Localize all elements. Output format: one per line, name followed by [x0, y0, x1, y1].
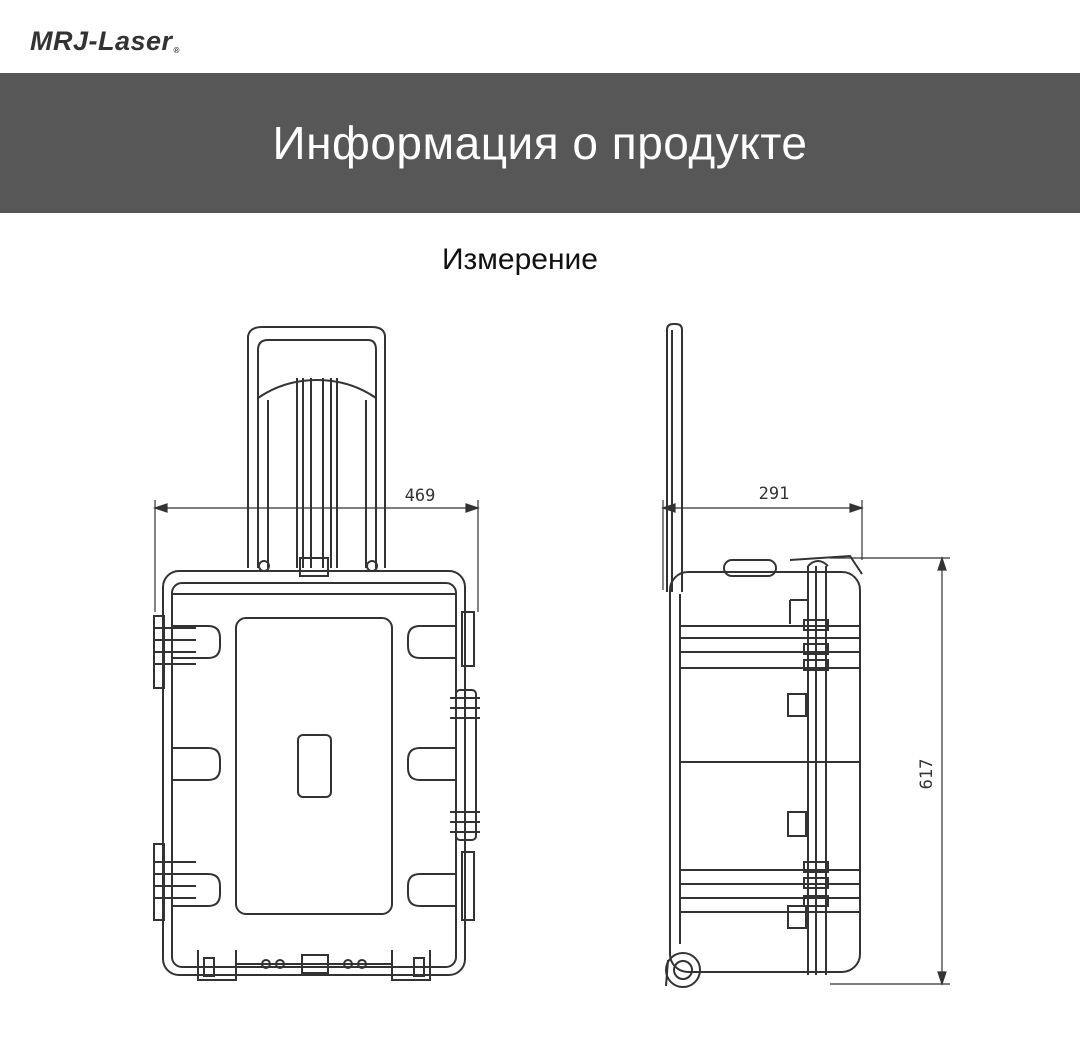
page-title: Информация о продукте	[272, 117, 808, 169]
brand-logo: MRJ-Laser®	[30, 28, 180, 55]
brand-logo-text: MRJ-Laser	[30, 26, 173, 56]
front-width-dimension	[153, 500, 480, 612]
section-title: Измерение	[441, 243, 598, 276]
side-depth-label: 291	[759, 484, 790, 504]
front-view	[153, 326, 480, 981]
header-banner: Информация о продукте	[0, 73, 1080, 213]
side-view	[661, 323, 950, 988]
side-depth-dimension	[661, 500, 864, 590]
front-handle	[247, 326, 386, 577]
side-height-dimension	[830, 556, 950, 986]
registered-mark: ®	[173, 46, 180, 55]
case-technical-drawing: 469	[153, 323, 950, 988]
side-height-label: 617	[917, 759, 937, 790]
front-width-label: 469	[405, 486, 436, 506]
